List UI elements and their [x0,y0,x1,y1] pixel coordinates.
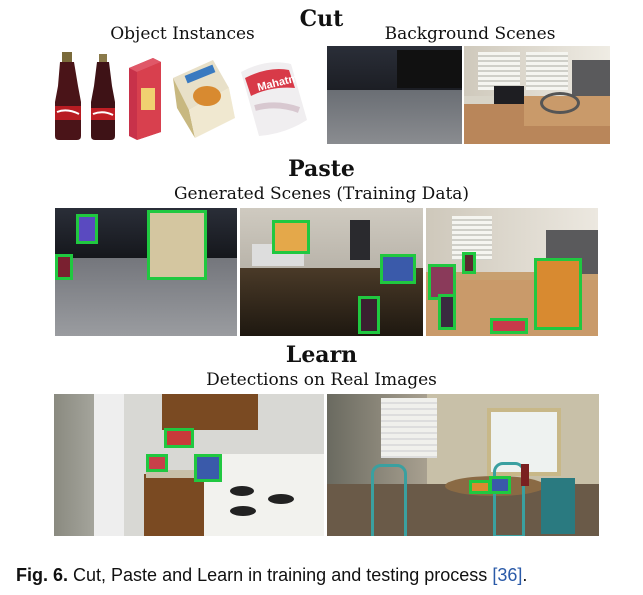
object-instances-image: Mahatma [55,52,307,140]
rice-bag: Mahatma [241,62,307,137]
paste-heading: Paste [288,156,355,182]
detection-box [489,476,511,494]
detection-box [462,252,476,274]
detection-box [272,220,310,254]
background-scene-1 [327,46,462,144]
caption-reference-link[interactable]: [36] [492,565,523,585]
object-instances-title: Object Instances [110,24,255,44]
learn-heading: Learn [285,342,358,368]
detection-box [147,210,207,280]
real-image-dining [327,394,599,536]
detection-box [358,296,380,334]
figure-caption: Fig. 6. Cut, Paste and Learn in training… [16,565,636,586]
caption-text: Cut, Paste and Learn in training and tes… [73,565,488,585]
detection-box [469,480,491,494]
coke-bottle-1 [55,52,81,140]
detection-box [55,254,73,280]
detection-box [534,258,582,330]
caption-end: . [522,565,528,585]
cereal-box [173,60,235,138]
background-scenes-title: Background Scenes [384,24,556,44]
detection-box [438,294,456,330]
background-scene-2 [464,46,610,144]
generated-scene-3 [426,208,598,336]
cracker-box [129,58,161,140]
cut-heading: Cut [299,6,344,32]
generated-scene-2 [240,208,423,336]
detection-box [164,428,194,448]
generated-scenes-title: Generated Scenes (Training Data) [173,184,470,204]
caption-label: Fig. 6. [16,565,69,585]
detections-title: Detections on Real Images [206,370,437,390]
detection-box [194,454,222,482]
real-image-kitchen [54,394,324,536]
generated-scene-1 [55,208,237,336]
detection-box [146,454,168,472]
detection-box [380,254,416,284]
detection-box [76,214,98,244]
detection-box [490,318,528,334]
coke-bottle-2 [91,54,115,140]
